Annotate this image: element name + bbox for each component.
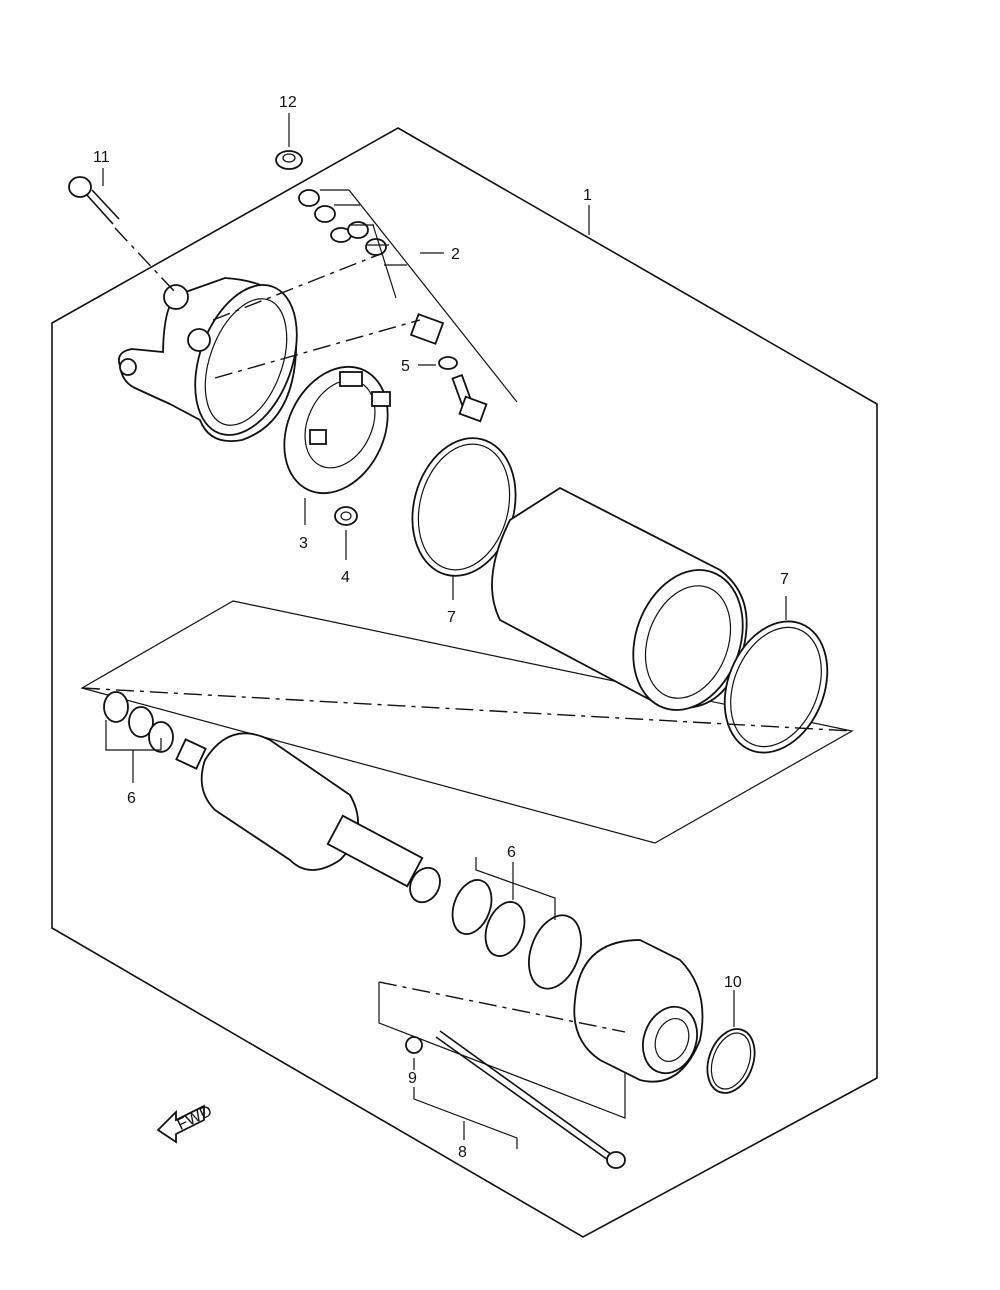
armature <box>175 732 441 904</box>
fwd-arrow-label: FWD <box>175 1103 215 1134</box>
bolt <box>68 176 120 225</box>
bushing <box>334 506 358 526</box>
rear-housing <box>117 277 298 442</box>
callout-2: 2 <box>451 246 460 263</box>
assembly-outline <box>51 127 878 1238</box>
thrust-washers-upper <box>103 691 174 753</box>
callout-5: 5 <box>401 358 410 375</box>
callout-8: 8 <box>458 1144 467 1161</box>
washer-stack-bracket <box>320 189 518 403</box>
centerline <box>378 981 626 1033</box>
callout-1: 1 <box>583 187 592 204</box>
callout-10: 10 <box>724 974 742 991</box>
fwd-arrow-icon: FWD <box>156 1103 215 1144</box>
terminal-bolt <box>409 313 488 423</box>
leader-lines <box>102 113 787 1149</box>
brush-holder-plate <box>283 365 391 495</box>
callout-11: 11 <box>93 149 110 166</box>
washer <box>405 1036 423 1054</box>
callout-4: 4 <box>341 569 350 586</box>
callout-12: 12 <box>279 94 297 111</box>
callout-3: 3 <box>299 535 308 552</box>
centerline <box>114 227 176 293</box>
callout-6-upper: 6 <box>127 790 136 807</box>
o-ring-lower <box>723 620 829 754</box>
through-bolt <box>435 1030 626 1169</box>
thrust-washers-lower <box>451 879 582 990</box>
nut <box>275 150 303 170</box>
centerline <box>81 687 853 732</box>
o-ring-front <box>706 1028 756 1094</box>
end-cap-group-bracket <box>378 982 626 1119</box>
centerline <box>214 319 421 379</box>
callout-7-upper: 7 <box>447 609 456 626</box>
front-housing <box>573 939 704 1083</box>
yoke <box>491 486 748 711</box>
callout-6-lower: 6 <box>507 844 516 861</box>
callout-9: 9 <box>408 1070 417 1087</box>
callout-7-lower: 7 <box>780 571 789 588</box>
centerline <box>212 252 384 321</box>
